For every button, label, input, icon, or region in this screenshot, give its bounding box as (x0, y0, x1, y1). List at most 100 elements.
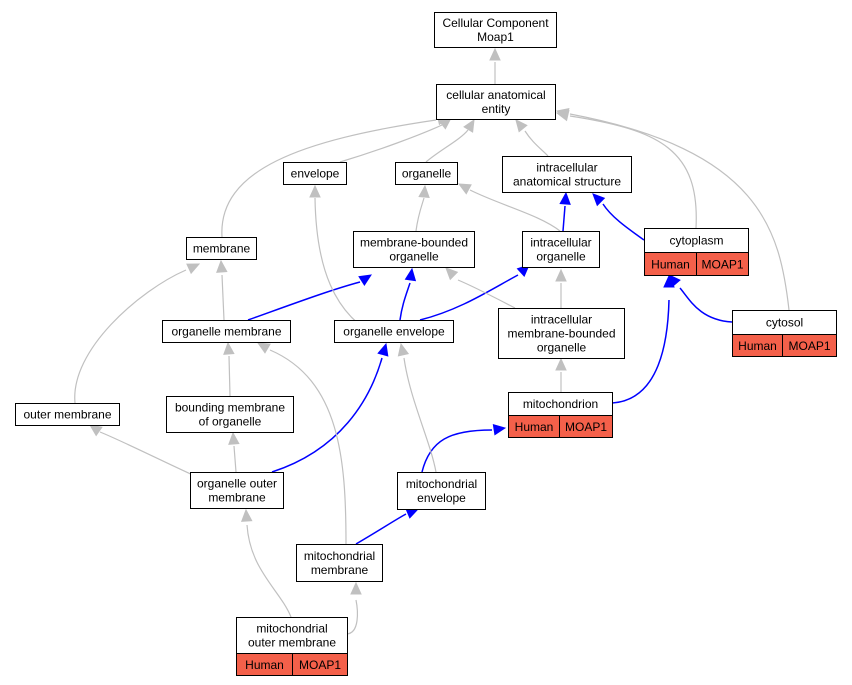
edge-line (99, 431, 196, 477)
edge-line (415, 197, 425, 232)
node-box (732, 310, 837, 335)
edge-mom-to-oom (241, 508, 292, 618)
arrowhead (256, 342, 271, 354)
gene-label: MOAP1 (565, 420, 607, 434)
arrowhead (663, 274, 675, 288)
arrowhead (418, 184, 430, 198)
node-label-line: mitochondrial (256, 622, 327, 636)
arrowhead (445, 267, 459, 281)
edge-mitomem-to-orgmem (256, 342, 347, 545)
edge-line (271, 357, 383, 473)
arrowhead (492, 424, 507, 436)
arrowhead (404, 267, 417, 282)
edge-mitoenv-to-mito (421, 424, 507, 473)
edge-orgenv-to-mbo (399, 267, 417, 321)
edge-line (399, 282, 411, 321)
edge-line (221, 274, 225, 321)
arrowhead (309, 184, 321, 198)
node-label-line: cytosol (766, 316, 803, 330)
node-label-line: membrane (193, 242, 251, 256)
node-box (166, 396, 294, 433)
node-label-line: mitochondrial (304, 549, 375, 563)
node-label-line: organelle membrane (171, 325, 281, 339)
edge-line (611, 299, 670, 404)
annotation-row (508, 415, 613, 438)
node-orgmem[interactable]: organelle membrane (162, 320, 291, 343)
node-organelle[interactable]: organelle (395, 162, 458, 185)
arrowhead (358, 274, 373, 287)
arrowhead (228, 431, 240, 445)
species-label: Human (738, 339, 777, 353)
node-box (502, 156, 632, 193)
edge-line (569, 115, 697, 229)
node-envelope[interactable]: envelope (283, 162, 347, 185)
arrowhead (555, 357, 567, 371)
node-orgenv[interactable]: organelle envelope (334, 320, 454, 343)
edge-line (246, 524, 292, 618)
arrowhead (186, 263, 201, 275)
node-box (397, 472, 486, 510)
edge-line (679, 287, 733, 323)
arrowhead (463, 118, 475, 133)
node-label-line: Moap1 (477, 30, 514, 44)
edge-line (355, 513, 407, 545)
node-label-line: cellular anatomical (446, 88, 545, 102)
edge-mito-to-cytoplasm (611, 274, 675, 404)
node-label-line: organelle (389, 250, 439, 264)
edge-imbo-to-io (555, 268, 567, 308)
node-box (353, 231, 475, 268)
node-box (395, 162, 458, 185)
node-membrane[interactable]: membrane (186, 237, 257, 260)
node-label-line: membrane-bounded (360, 236, 468, 250)
edge-mito-to-imbo (555, 357, 567, 392)
edge-mitoenv-to-orgenv (397, 342, 437, 473)
node-box (190, 472, 284, 509)
edge-mom-to-mitomem (345, 581, 362, 635)
node-outermem[interactable]: outer membrane (15, 403, 120, 426)
node-label-line: intracellular (530, 236, 591, 250)
arrowhead (216, 259, 228, 273)
edge-line (524, 130, 549, 157)
node-label-line: Cellular Component (442, 16, 549, 30)
node-box (186, 237, 257, 260)
node-box (522, 231, 600, 268)
node-label-line: intracellular (536, 161, 597, 175)
node-label-line: of organelle (199, 415, 262, 429)
species-label: Human (651, 258, 690, 272)
edge-cytoplasm-to-ias (592, 193, 645, 241)
edge-line (233, 445, 237, 473)
edge-line (403, 357, 437, 473)
gene-label: MOAP1 (299, 658, 341, 672)
arrowhead (350, 581, 362, 595)
edge-line (569, 113, 790, 311)
node-label-line: anatomical structure (513, 175, 621, 189)
edge-line (602, 203, 645, 241)
arrowhead (559, 191, 571, 205)
node-box (498, 308, 625, 359)
node-box (434, 12, 557, 48)
node-label-line: organelle (402, 167, 452, 181)
edge-line (339, 124, 443, 163)
arrowhead (241, 508, 253, 522)
node-label-line: bounding membrane (175, 401, 285, 415)
arrowhead (515, 119, 528, 133)
node-label-line: outer membrane (248, 636, 336, 650)
arrowhead (592, 193, 606, 207)
edge-ias-to-cae (515, 119, 549, 157)
edge-line (562, 205, 566, 232)
